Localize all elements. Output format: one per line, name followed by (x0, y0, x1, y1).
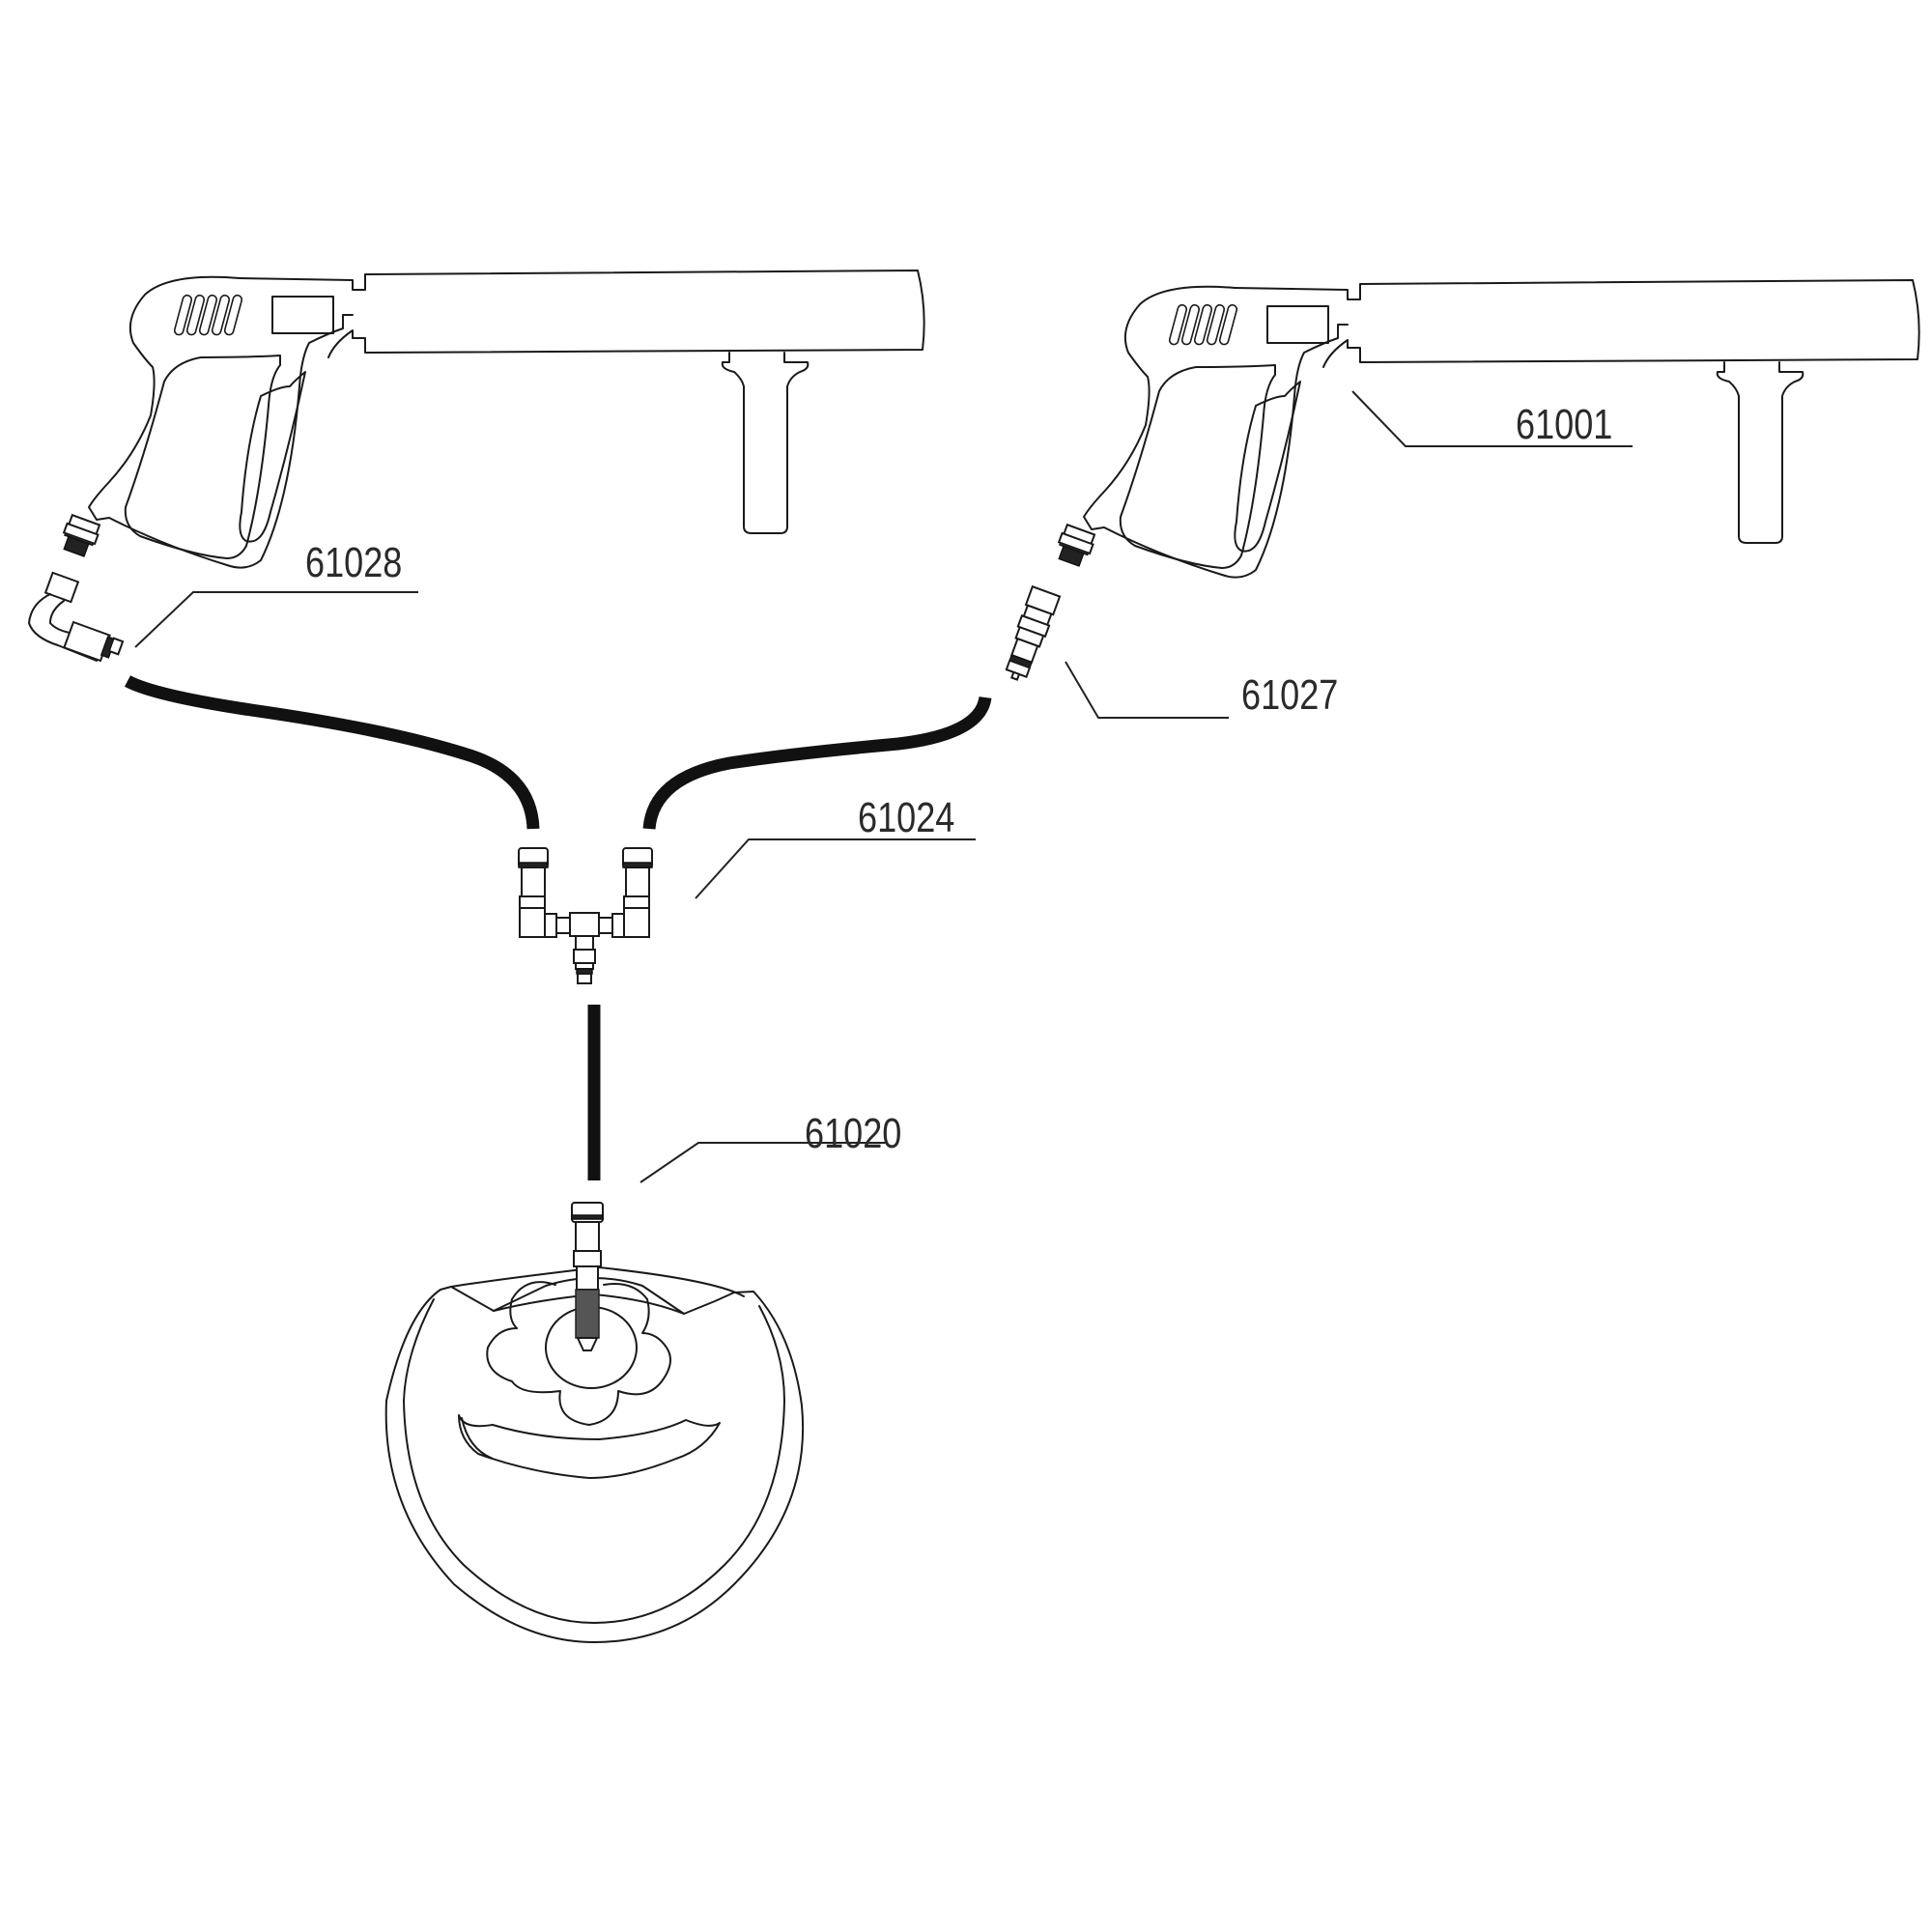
left-hose (124, 675, 540, 830)
hub-lobes (486, 1281, 671, 1426)
right-spray-gun (1057, 279, 1920, 579)
vent-slots (173, 294, 243, 336)
right-hose (642, 696, 992, 830)
left-gun-outlet-fitting (62, 513, 101, 557)
leader-61001 (1351, 390, 1633, 447)
part-label-61020: 61020 (805, 1110, 902, 1157)
leader-61024 (695, 838, 976, 899)
part-label-61027: 61027 (1241, 671, 1339, 719)
straight-quick-plug (1005, 584, 1062, 681)
elbow-quick-plug (28, 571, 125, 663)
leader-61027 (1065, 661, 1229, 719)
y-splitter (518, 847, 653, 984)
leader-61020 (639, 1142, 888, 1183)
display-window (271, 296, 334, 334)
left-spray-gun (28, 270, 925, 663)
cleaner-coupler (571, 1202, 604, 1351)
surface-cleaner (384, 1202, 805, 1643)
side-handle (721, 352, 810, 534)
part-label-61028: 61028 (305, 539, 403, 586)
leader-61028 (134, 591, 418, 648)
part-label-61001: 61001 (1516, 401, 1613, 448)
part-label-61024: 61024 (858, 794, 955, 841)
